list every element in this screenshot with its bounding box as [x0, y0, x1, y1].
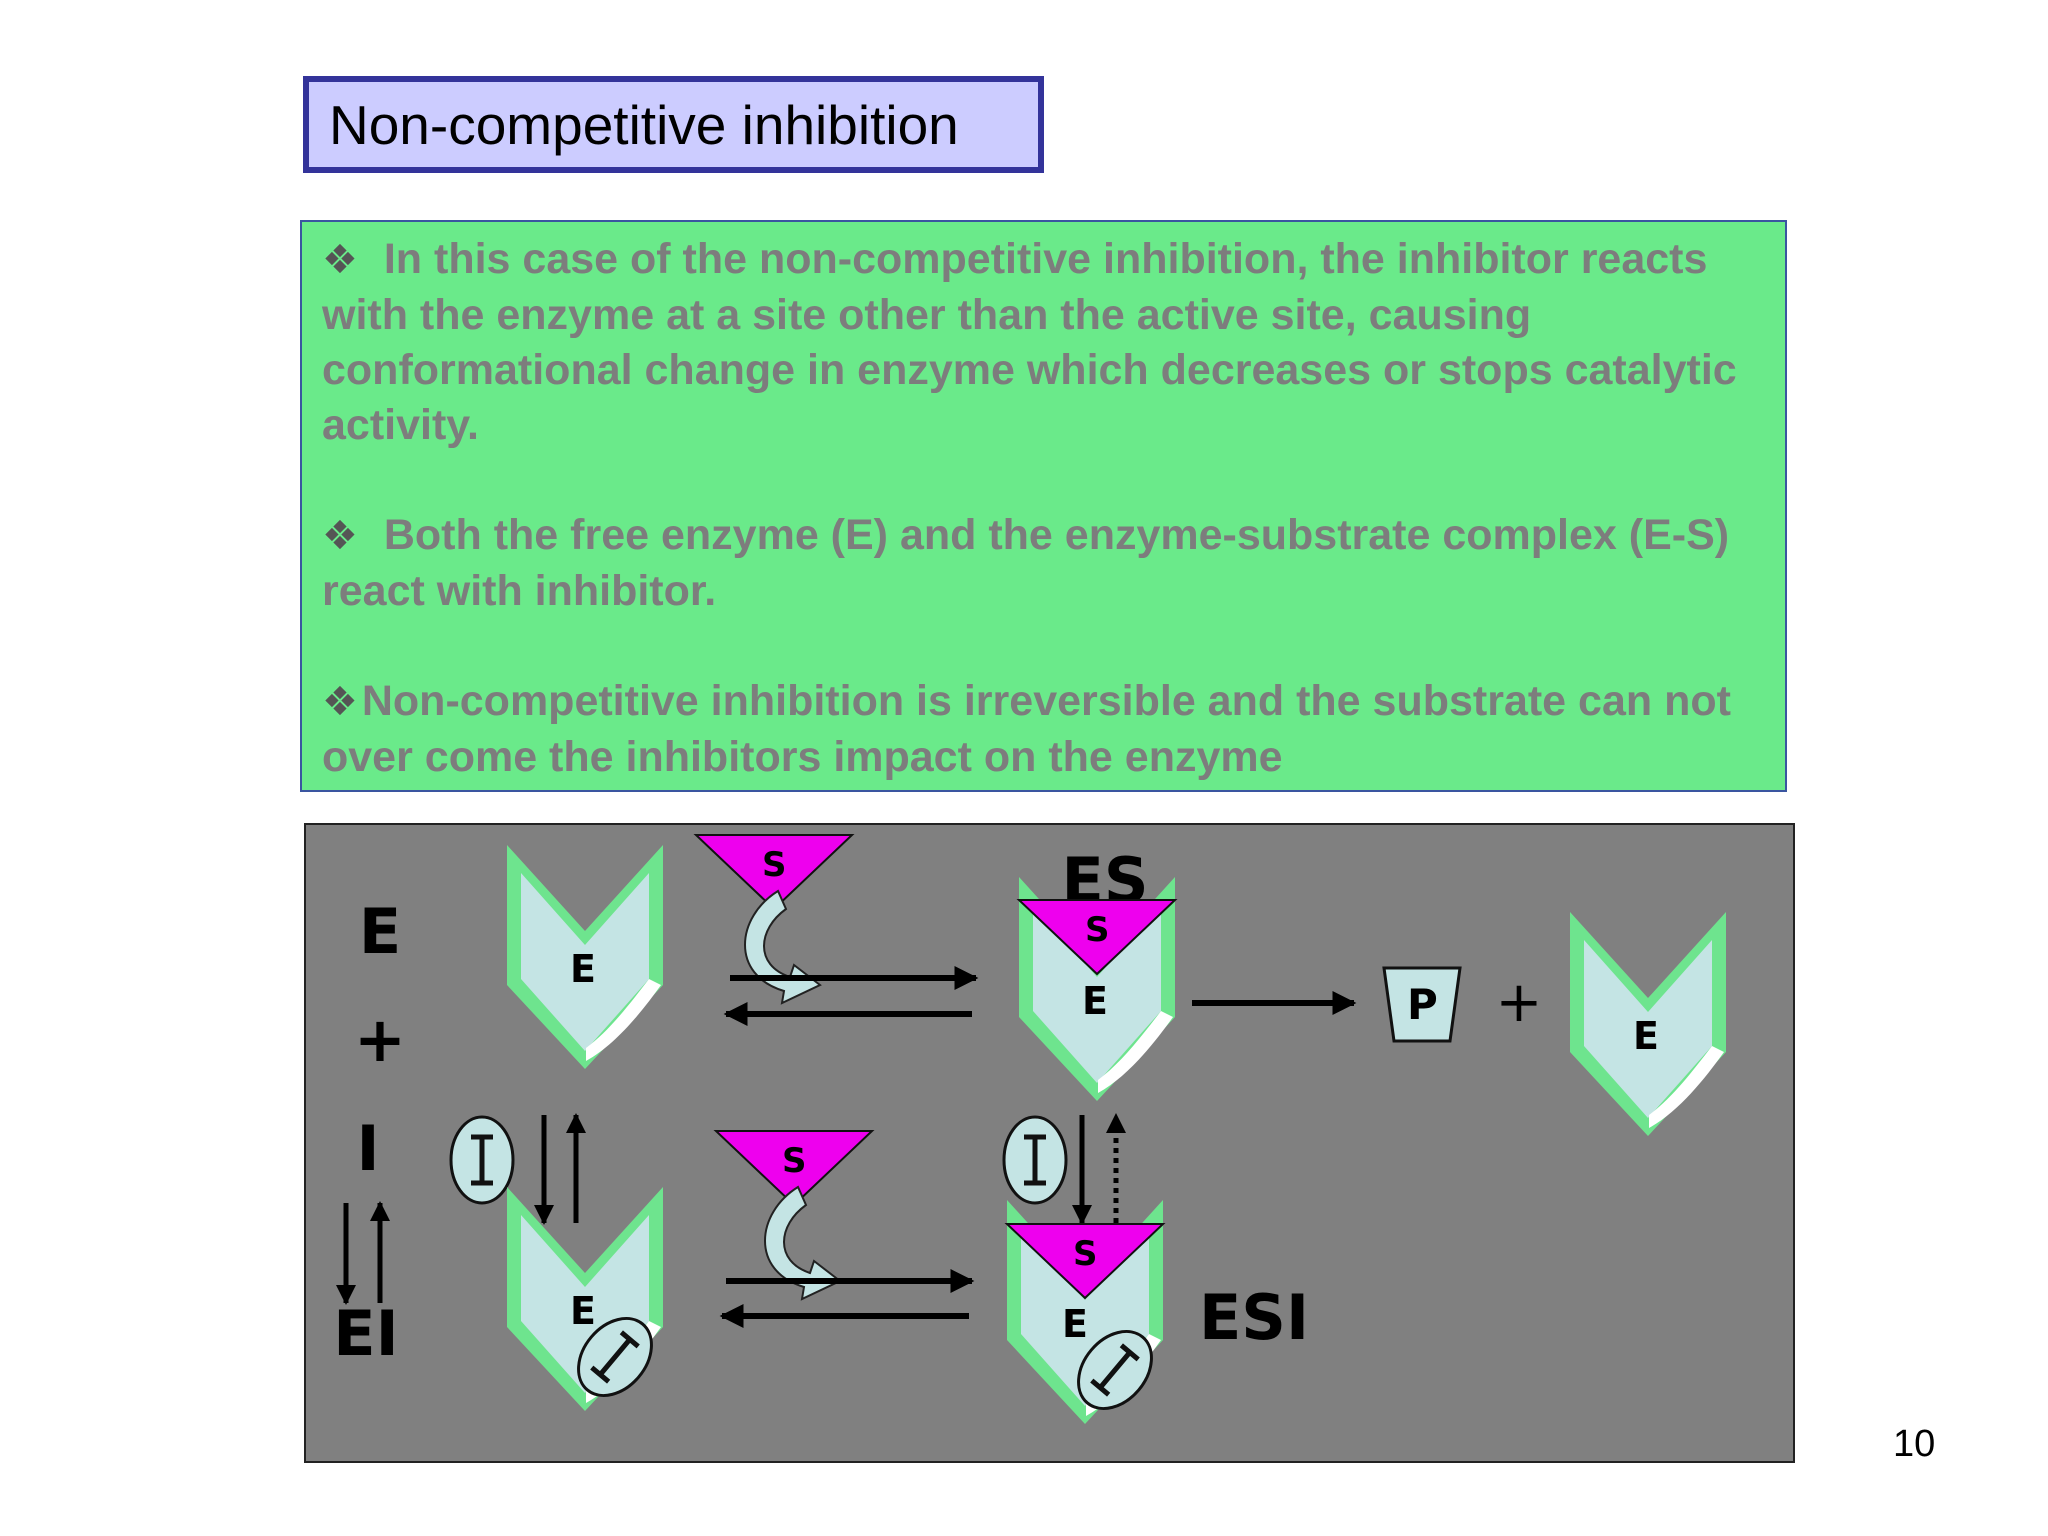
enzyme-shape: E — [507, 845, 663, 1069]
label-esi: ESI — [1199, 1281, 1309, 1354]
es-enzyme-shape: E — [1019, 877, 1175, 1101]
es-enzyme-shape-label: E — [1082, 979, 1108, 1023]
diamond-bullet-icon: ❖ — [322, 680, 358, 724]
reaction-diagram-svg: E + I EI E S ES E S — [333, 834, 1726, 1465]
bullet-2-text: Both the free enzyme (E) and the enzyme-… — [322, 511, 1730, 615]
substrate-shape-bottom: S — [715, 1130, 873, 1206]
esi-enzyme-shape: E — [1007, 1200, 1166, 1424]
diamond-bullet-icon: ❖ — [322, 238, 358, 282]
label-i: I — [356, 1112, 379, 1185]
bullet-3: ❖Non-competitive inhibition is irreversi… — [322, 674, 1763, 785]
substrate-shape: S — [695, 834, 853, 910]
page-title: Non-competitive inhibition — [329, 93, 959, 156]
product-shape-label: P — [1407, 980, 1438, 1029]
label-e: E — [359, 895, 401, 968]
curved-arrow-icon — [744, 890, 821, 1004]
ei-enzyme-shape-label: E — [570, 1289, 596, 1333]
label-plus-left: + — [354, 1003, 406, 1076]
bullet-2: ❖Both the free enzyme (E) and the enzyme… — [322, 508, 1763, 619]
es-substrate-shape: S — [1018, 899, 1176, 975]
inhibitor-shape-es — [1004, 1117, 1066, 1203]
label-plus-product: + — [1496, 970, 1543, 1035]
es-substrate-shape-label: S — [1085, 910, 1110, 950]
page-number: 10 — [1893, 1423, 1936, 1465]
esi-enzyme-shape-label: E — [1062, 1302, 1088, 1346]
inhibitor-shape — [451, 1117, 513, 1203]
esi-substrate-shape: S — [1006, 1223, 1164, 1299]
bullet-1: ❖In this case of the non-competitive inh… — [322, 232, 1763, 453]
title-box: Non-competitive inhibition — [303, 76, 1044, 173]
product-shape: P — [1382, 966, 1462, 1043]
label-ei: EI — [333, 1297, 398, 1370]
substrate-shape-label: S — [762, 845, 787, 885]
ei-enzyme-shape: E — [507, 1187, 666, 1411]
bullet-box: ❖In this case of the non-competitive inh… — [300, 220, 1787, 792]
diamond-bullet-icon: ❖ — [322, 514, 358, 558]
substrate-shape-bottom-label: S — [782, 1141, 807, 1181]
released-enzyme-shape-label: E — [1633, 1014, 1659, 1058]
enzyme-shape-label: E — [570, 947, 596, 991]
bullet-3-text: Non-competitive inhibition is irreversib… — [322, 677, 1731, 781]
released-enzyme-shape: E — [1570, 912, 1726, 1136]
esi-substrate-shape-label: S — [1073, 1234, 1098, 1274]
reaction-diagram: E + I EI E S ES E S — [304, 823, 1795, 1463]
bullet-1-text: In this case of the non-competitive inhi… — [322, 235, 1737, 449]
